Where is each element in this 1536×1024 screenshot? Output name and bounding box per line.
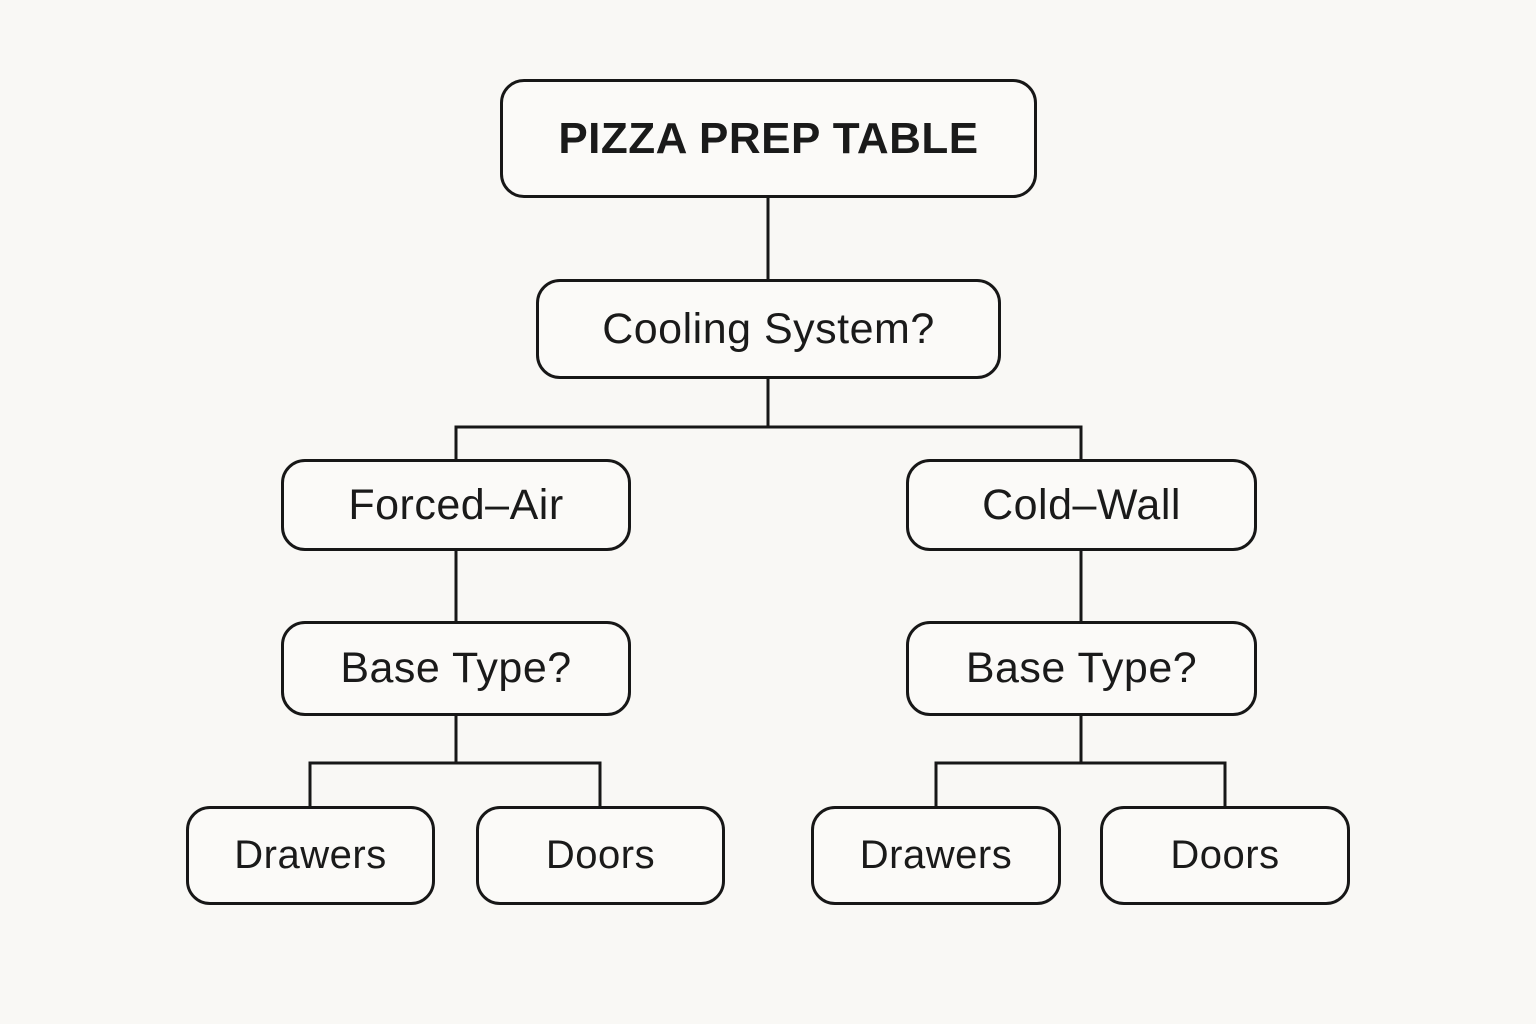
node-label-drawers-forced-air: Drawers — [234, 833, 387, 877]
node-base-type-cold-wall: Base Type? — [906, 621, 1257, 716]
node-base-type-forced-air: Base Type? — [281, 621, 631, 716]
node-cold-wall: Cold–Wall — [906, 459, 1257, 551]
node-label-drawers-cold-wall: Drawers — [859, 833, 1013, 877]
node-forced-air: Forced–Air — [281, 459, 631, 551]
node-label-doors-cold-wall: Doors — [1170, 833, 1280, 877]
node-label-forced-air: Forced–Air — [348, 480, 564, 529]
node-doors-cold-wall: Doors — [1100, 806, 1350, 905]
node-label-pizza-prep-table: PIZZA PREP TABLE — [558, 113, 979, 163]
node-drawers-cold-wall: Drawers — [811, 806, 1061, 905]
node-label-cooling-system: Cooling System? — [602, 304, 935, 353]
node-label-doors-forced-air: Doors — [545, 833, 656, 877]
node-pizza-prep-table: PIZZA PREP TABLE — [500, 79, 1037, 198]
connector-base-type-right-branch-bar — [934, 761, 1227, 806]
node-doors-forced-air: Doors — [476, 806, 725, 905]
node-drawers-forced-air: Drawers — [186, 806, 435, 905]
node-label-base-type-forced-air: Base Type? — [340, 644, 572, 692]
node-label-cold-wall: Cold–Wall — [982, 480, 1181, 529]
connector-base-type-left-branch-bar — [308, 761, 602, 806]
connector-cooling-branch-bar — [454, 425, 1083, 459]
node-label-base-type-cold-wall: Base Type? — [965, 644, 1198, 692]
node-cooling-system: Cooling System? — [536, 279, 1001, 379]
